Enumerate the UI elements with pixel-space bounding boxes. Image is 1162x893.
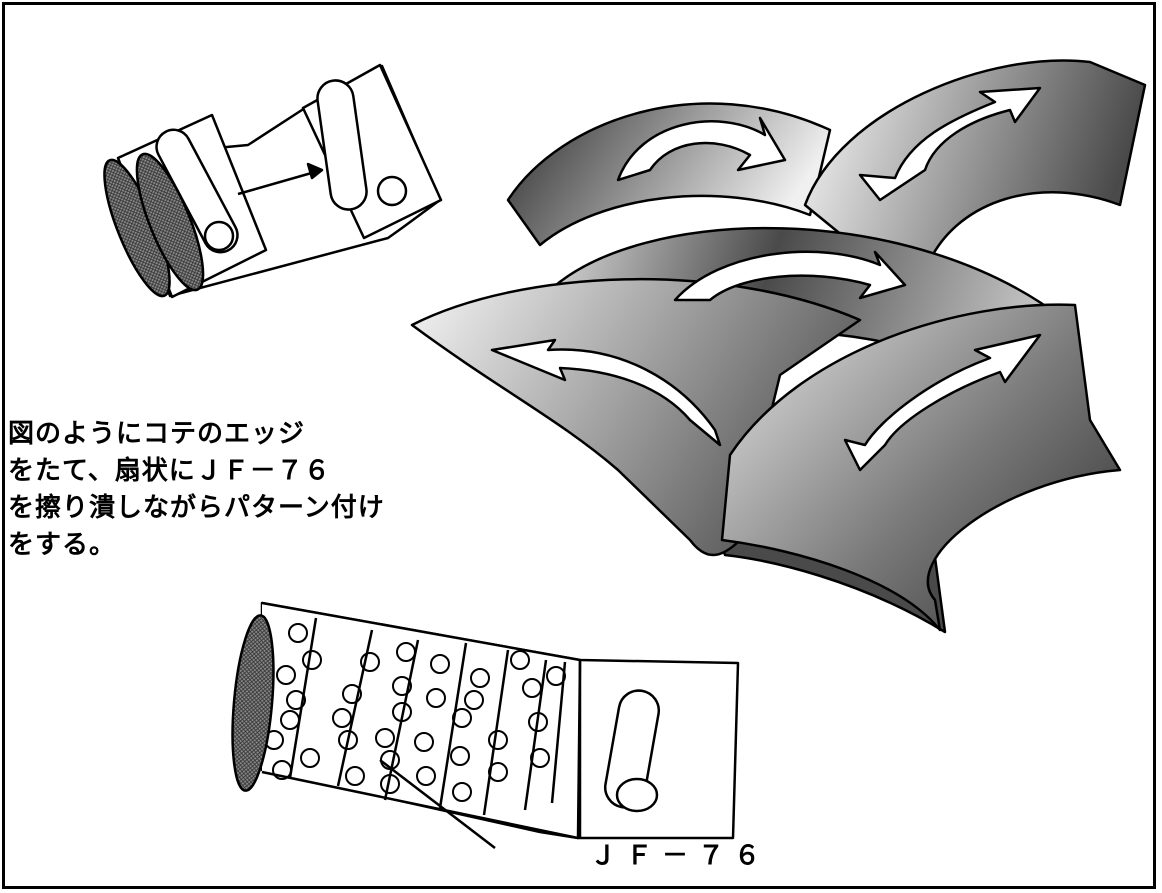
product-label: ＪＦ－７６ (590, 841, 771, 871)
curved-arrow-icon (843, 333, 1042, 472)
curved-arrow-icon (673, 250, 907, 302)
instruction-line: をたて、扇状にＪＦ－７６ (8, 456, 331, 486)
instruction-line: をする。 (8, 530, 117, 560)
fan-tile (720, 303, 1122, 632)
pattern-panel-illustration (231, 601, 740, 849)
curved-arrow-icon (858, 86, 1042, 202)
curved-arrow-icon (490, 338, 722, 447)
instruction-line: を擦り潰しながらパターン付け (8, 493, 385, 523)
instruction-text: 図のようにコテのエッジ をたて、扇状にＪＦ－７６ を擦り潰しながらパターン付け … (8, 416, 385, 564)
trowel-slide-illustration (103, 63, 443, 299)
fan-tile (803, 59, 1147, 262)
fan-tile (506, 102, 832, 247)
instruction-line: 図のようにコテのエッジ (8, 419, 306, 449)
fan-pattern-illustration (410, 59, 1147, 634)
curved-arrow-icon (616, 116, 787, 182)
